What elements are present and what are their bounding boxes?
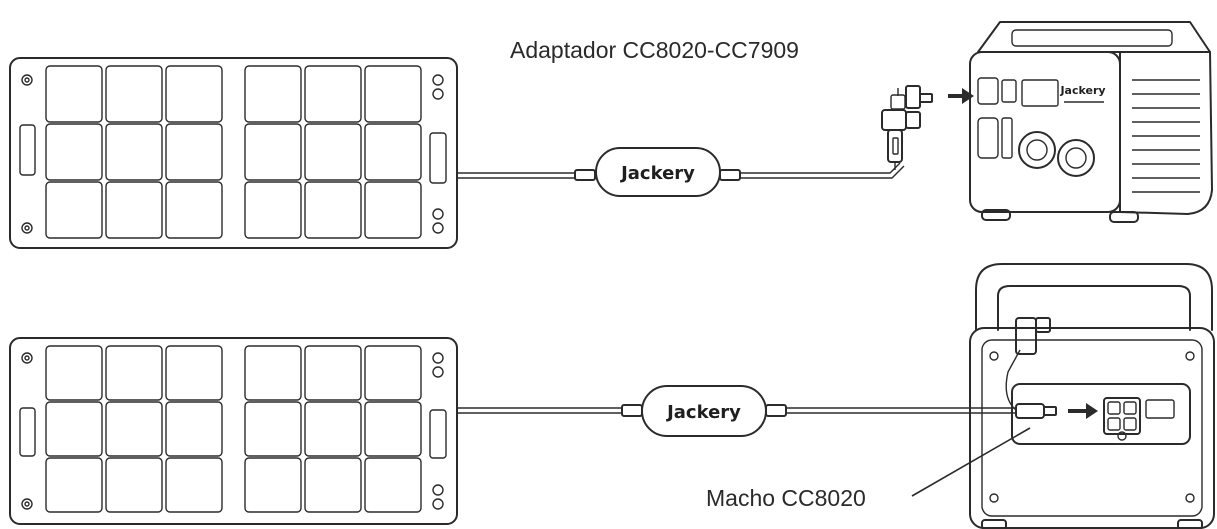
solar-cell bbox=[364, 457, 422, 513]
panel-mount-left bbox=[19, 74, 36, 234]
panel-mount-right bbox=[429, 74, 447, 234]
solar-cell bbox=[304, 457, 362, 513]
station-brand-top: Jackery bbox=[1059, 84, 1105, 97]
solar-cell bbox=[45, 345, 103, 401]
adapter-plug-tip bbox=[919, 93, 933, 103]
panel-cells-bottom bbox=[45, 345, 422, 513]
controller-brand-bottom: Jackery bbox=[665, 402, 741, 423]
solar-cell bbox=[304, 123, 362, 181]
adapter-label: Adaptador CC8020-CC7909 bbox=[510, 37, 799, 63]
solar-cell bbox=[165, 457, 223, 513]
cable-top: Jackery bbox=[457, 147, 905, 197]
dc-input-port bbox=[1103, 397, 1175, 441]
solar-cell bbox=[45, 181, 103, 239]
solar-panel-bottom bbox=[9, 337, 458, 525]
solar-cell bbox=[165, 123, 223, 181]
solar-cell bbox=[364, 65, 422, 123]
solar-cell bbox=[304, 181, 362, 239]
solar-cell bbox=[165, 65, 223, 123]
solar-cell bbox=[364, 345, 422, 401]
panel-mount-left-bottom bbox=[19, 352, 36, 510]
solar-cell bbox=[364, 401, 422, 457]
panel-cells-top bbox=[45, 65, 422, 239]
solar-cell bbox=[304, 401, 362, 457]
solar-panel-top bbox=[9, 57, 458, 249]
solar-cell bbox=[165, 401, 223, 457]
solar-cell bbox=[105, 457, 163, 513]
solar-cell bbox=[45, 65, 103, 123]
solar-cell bbox=[244, 65, 302, 123]
solar-cell bbox=[364, 123, 422, 181]
solar-cell bbox=[165, 181, 223, 239]
adapter-cc8020-cc7909 bbox=[881, 85, 933, 170]
power-station-top: Jackery bbox=[969, 21, 1213, 223]
solar-cell bbox=[244, 457, 302, 513]
controller-brand-top: Jackery bbox=[619, 163, 695, 184]
male-connector-leader bbox=[911, 427, 1031, 497]
solar-cell bbox=[45, 401, 103, 457]
solar-cell bbox=[105, 123, 163, 181]
power-station-bottom bbox=[969, 263, 1215, 529]
arrow-right-icon bbox=[948, 88, 974, 104]
solar-cell bbox=[105, 181, 163, 239]
panel-mount-right-bottom bbox=[429, 352, 447, 510]
solar-cell bbox=[304, 65, 362, 123]
arrow-right-icon-bottom bbox=[1068, 403, 1098, 419]
cable-bottom: Jackery bbox=[457, 385, 1016, 437]
solar-cell bbox=[244, 345, 302, 401]
solar-cell bbox=[45, 123, 103, 181]
solar-cell bbox=[304, 345, 362, 401]
solar-cell bbox=[244, 401, 302, 457]
solar-cell bbox=[45, 457, 103, 513]
solar-cell bbox=[244, 123, 302, 181]
solar-cell bbox=[105, 345, 163, 401]
solar-cell bbox=[105, 401, 163, 457]
solar-cell bbox=[165, 345, 223, 401]
male-connector-label: Macho CC8020 bbox=[706, 485, 866, 511]
station-side-vents bbox=[1132, 79, 1200, 193]
solar-cell bbox=[364, 181, 422, 239]
solar-cell bbox=[105, 65, 163, 123]
solar-cell bbox=[244, 181, 302, 239]
